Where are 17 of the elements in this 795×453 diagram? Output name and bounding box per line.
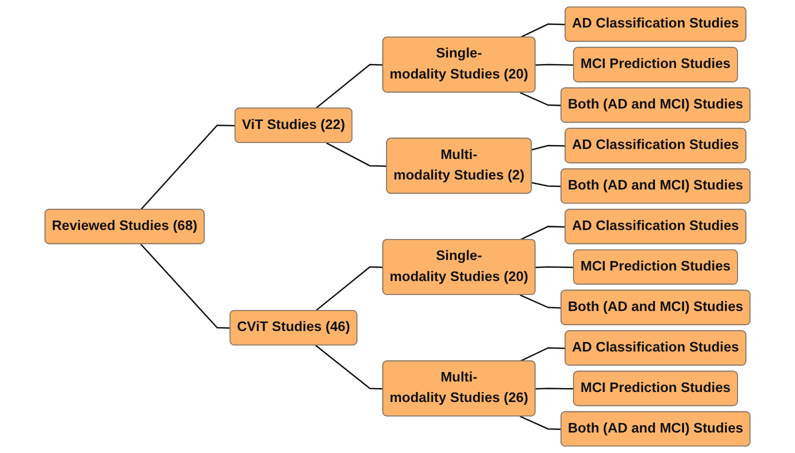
connector <box>140 244 231 329</box>
connector <box>140 124 236 210</box>
connector <box>532 144 566 150</box>
connector <box>520 23 566 38</box>
connector <box>520 347 566 362</box>
connector <box>532 182 562 188</box>
connector <box>520 294 562 309</box>
connector <box>536 266 574 268</box>
connector <box>536 388 574 390</box>
connector <box>315 64 384 110</box>
connector <box>326 142 388 167</box>
connector <box>315 266 384 312</box>
connector <box>536 64 574 66</box>
connector <box>520 92 562 106</box>
connector <box>520 226 566 240</box>
connector <box>520 416 562 430</box>
connector <box>315 344 384 390</box>
